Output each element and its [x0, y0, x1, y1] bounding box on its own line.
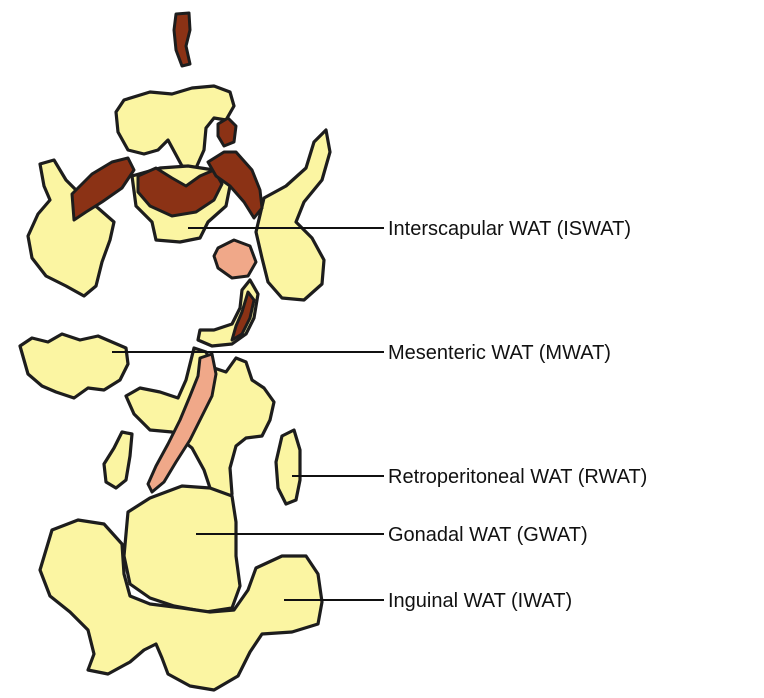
right-arm-fat [256, 130, 330, 300]
label-mwat: Mesenteric WAT (MWAT) [388, 342, 611, 364]
top-brown-nodule [218, 118, 236, 146]
label-iwat: Inguinal WAT (IWAT) [388, 590, 572, 612]
label-rwat: Retroperitoneal WAT (RWAT) [388, 466, 647, 488]
gonadal-fat [124, 486, 240, 612]
retroperitoneal-fat [276, 430, 300, 504]
small-left-fat [104, 432, 132, 488]
kidney-organ [214, 240, 256, 278]
mesenteric-fat [20, 334, 128, 398]
neck-brown-fat [174, 13, 190, 66]
label-gwat: Gonadal WAT (GWAT) [388, 524, 588, 546]
label-iswat: Interscapular WAT (ISWAT) [388, 218, 631, 240]
